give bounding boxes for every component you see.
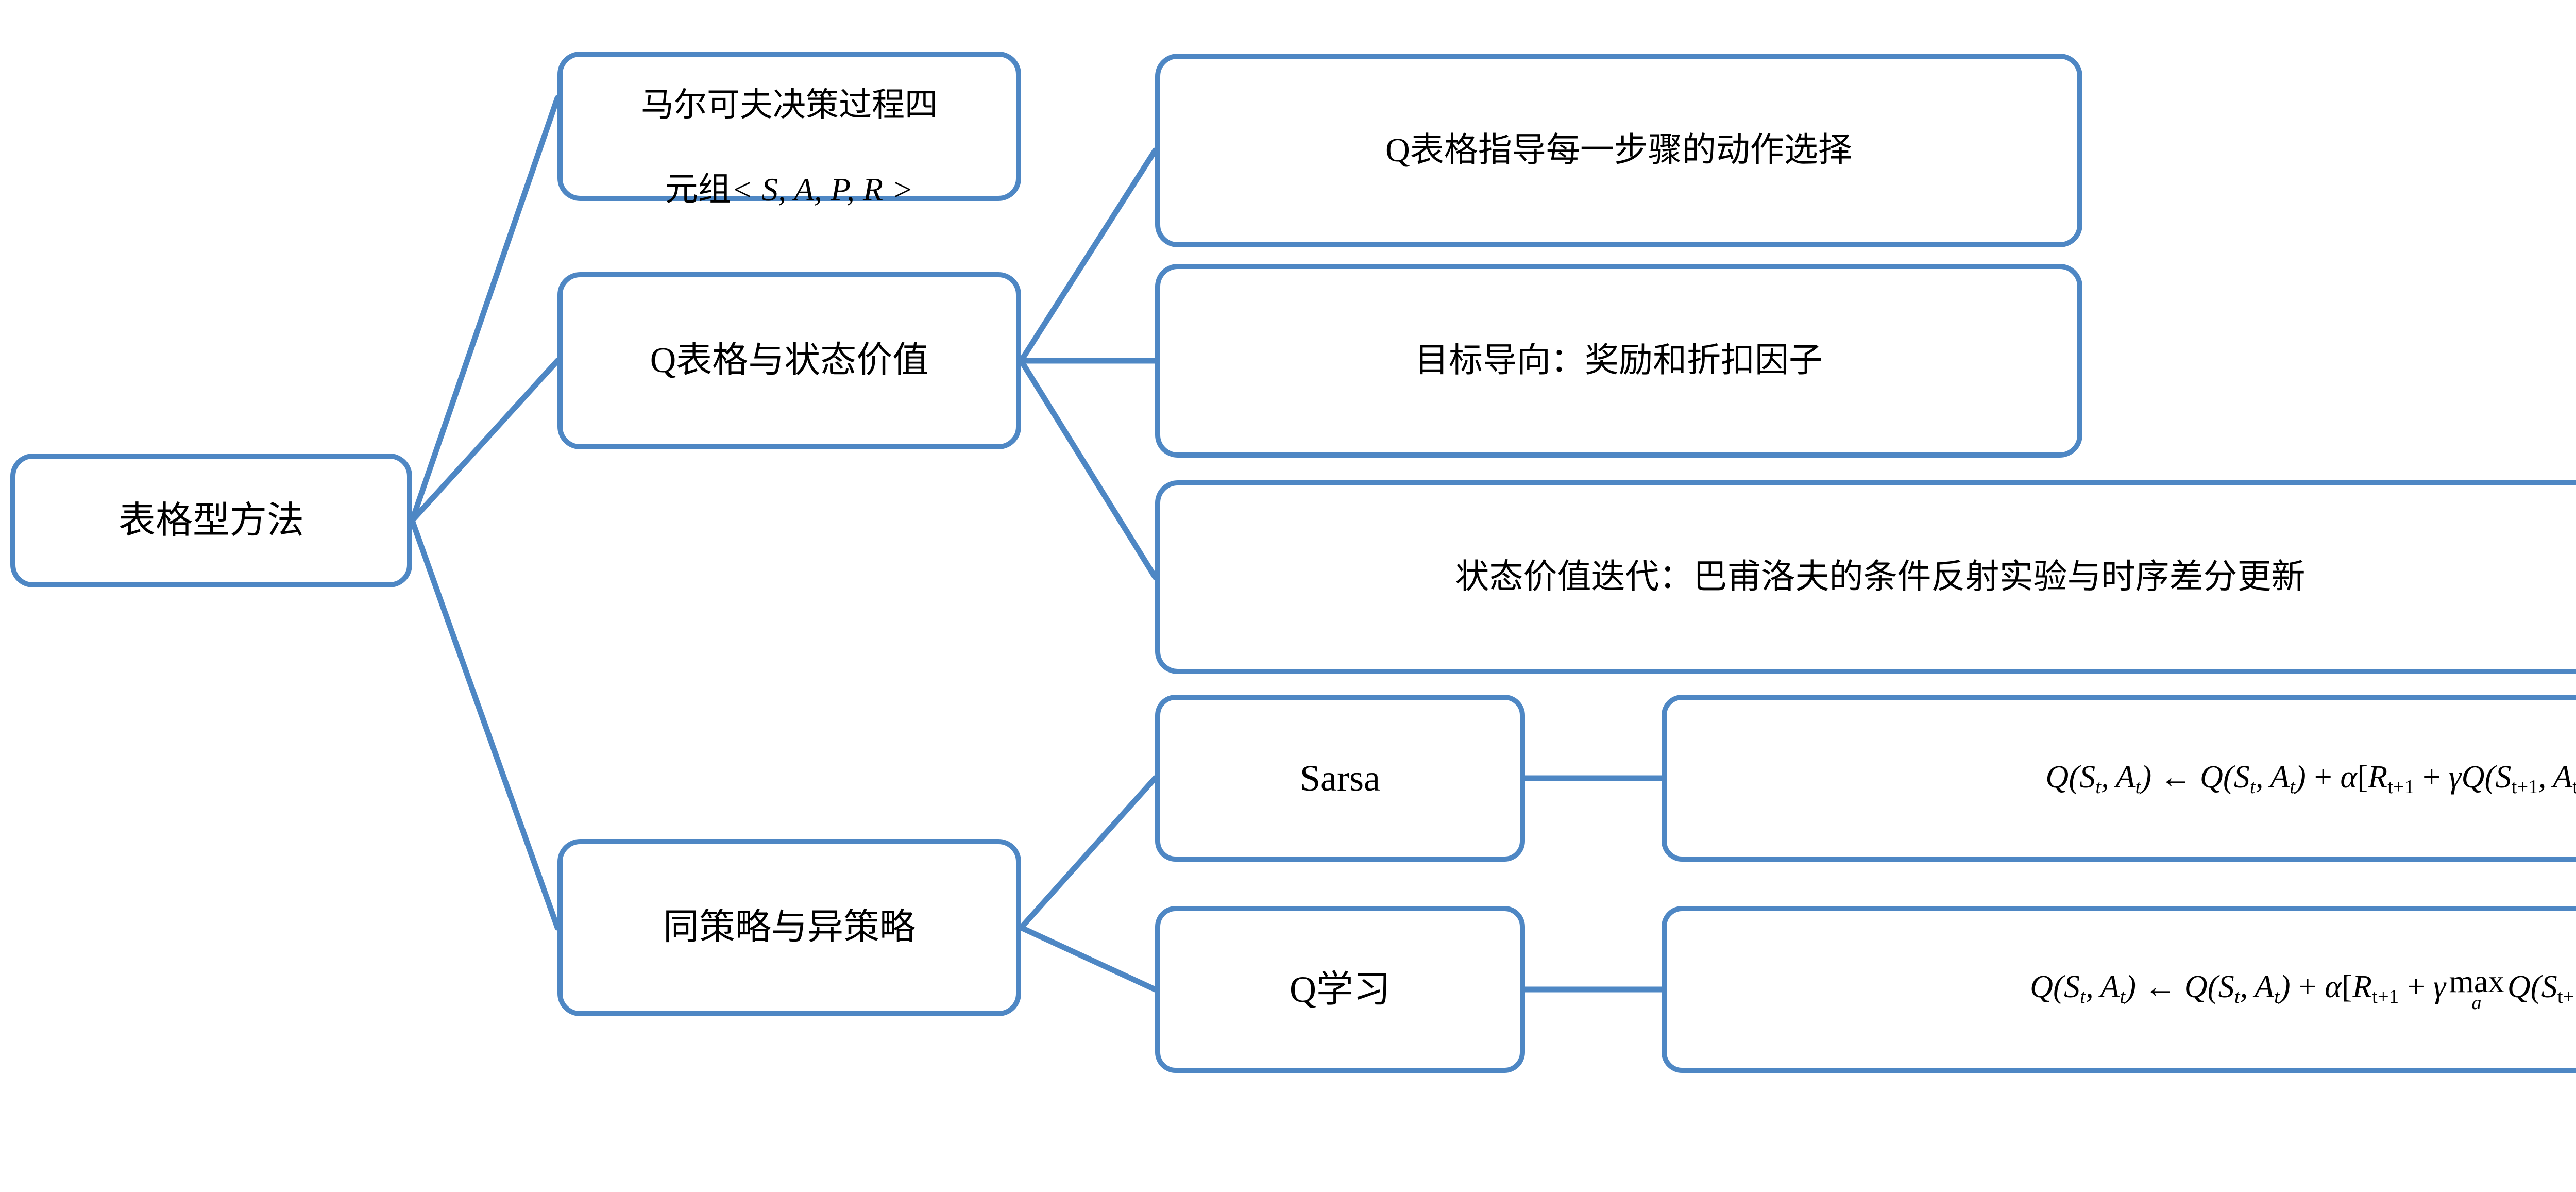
node-q-guide-label: Q表格指导每一步骤的动作选择 bbox=[1385, 131, 1852, 169]
node-goal-label: 目标导向：奖励和折扣因子 bbox=[1415, 341, 1823, 379]
node-mdp-line1: 马尔可夫决策过程四 bbox=[641, 87, 938, 124]
node-goal[interactable]: 目标导向：奖励和折扣因子 bbox=[1155, 264, 2082, 458]
node-mdp-line2-math: < S, A, P, R > bbox=[731, 171, 914, 208]
node-q-guide[interactable]: Q表格指导每一步骤的动作选择 bbox=[1155, 54, 2082, 247]
node-policy-label: 同策略与异策略 bbox=[663, 908, 916, 948]
node-qlearning-label: Q学习 bbox=[1290, 968, 1391, 1010]
node-sarsa-label: Sarsa bbox=[1300, 757, 1380, 799]
edge-policy-sarsa bbox=[1018, 775, 1158, 931]
node-root[interactable]: 表格型方法 bbox=[10, 454, 412, 587]
sarsa-formula-expression: Q(St, At) ← Q(St, At) + α[Rt+1 + γQ(St+1… bbox=[2045, 759, 2576, 798]
node-policy[interactable]: 同策略与异策略 bbox=[557, 839, 1021, 1016]
node-sarsa-formula[interactable]: Q(St, At) ← Q(St, At) + α[Rt+1 + γQ(St+1… bbox=[1662, 695, 2576, 862]
node-mdp-line2-prefix: 元组 bbox=[665, 171, 731, 208]
node-value-iteration-label: 状态价值迭代：巴甫洛夫的条件反射实验与时序差分更新 bbox=[1455, 558, 2306, 596]
node-qlearning[interactable]: Q学习 bbox=[1155, 906, 1525, 1073]
node-mdp[interactable]: 马尔可夫决策过程四 元组< S, A, P, R > bbox=[557, 52, 1021, 208]
edge-qtable-valueiter bbox=[1018, 358, 1158, 580]
edge-policy-qlearning bbox=[1018, 925, 1158, 993]
node-sarsa[interactable]: Sarsa bbox=[1155, 695, 1525, 862]
edge-root-policy bbox=[409, 517, 561, 931]
edge-qtable-qguide bbox=[1018, 147, 1158, 364]
node-root-label: 表格型方法 bbox=[118, 499, 304, 541]
node-mdp-label: 马尔可夫决策过程四 元组< S, A, P, R > bbox=[628, 42, 951, 211]
edge-root-mdp bbox=[409, 95, 561, 524]
node-qtable-label: Q表格与状态价值 bbox=[650, 341, 929, 381]
node-qtable[interactable]: Q表格与状态价值 bbox=[557, 272, 1021, 449]
edge-root-qtable bbox=[409, 358, 561, 524]
node-value-iteration[interactable]: 状态价值迭代：巴甫洛夫的条件反射实验与时序差分更新 bbox=[1155, 480, 2576, 674]
